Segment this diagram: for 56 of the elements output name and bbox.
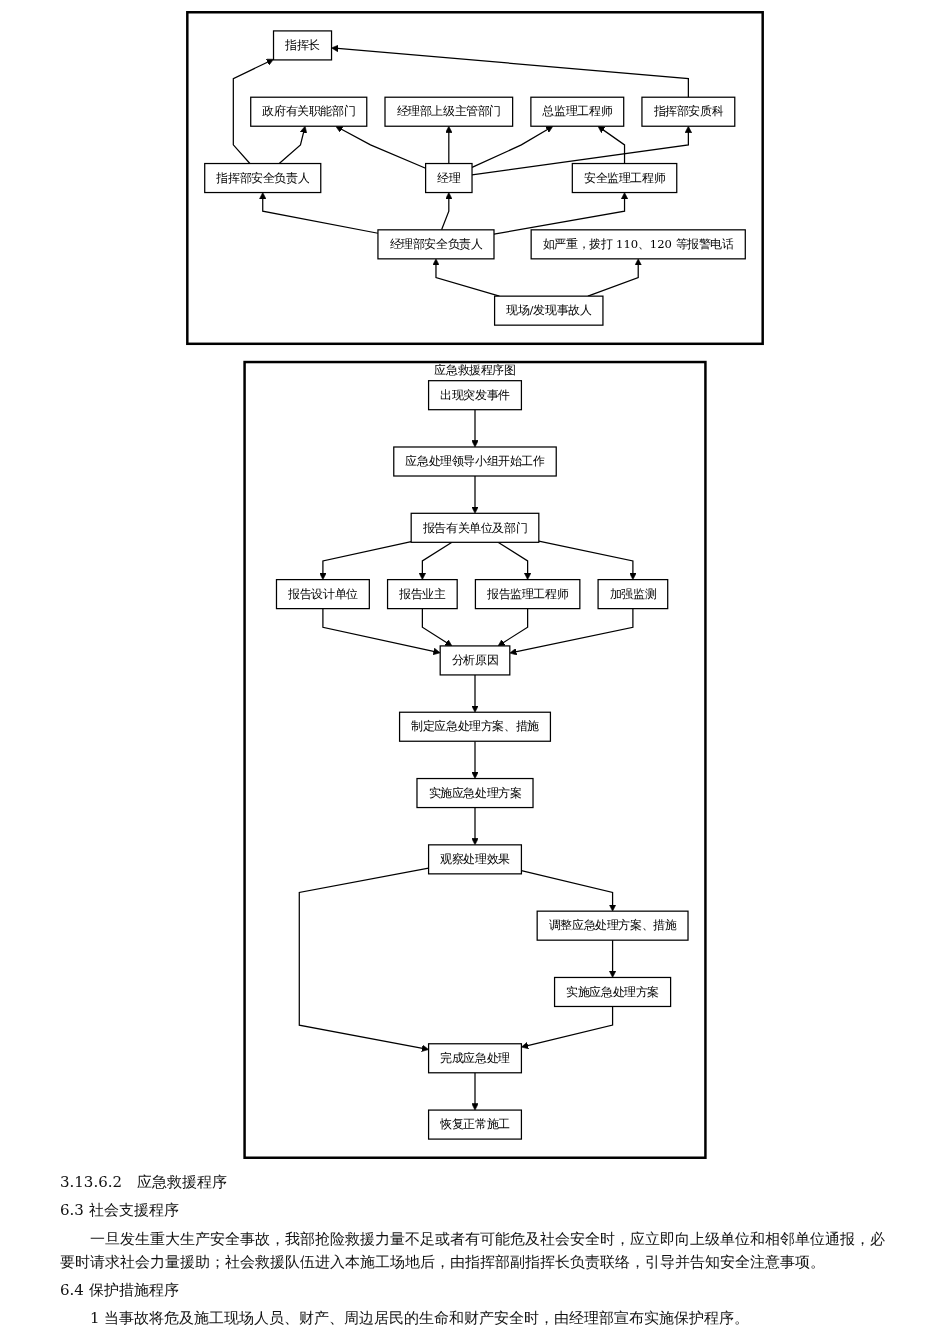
body-paragraph: 一旦发生重大生产安全事故，我部抢险救援力量不足或者有可能危及社会安全时，应立即向上级单位和相邻单位通报，必要时请求社会力量援助；社会救援队伍进入本施工场地后，由指挥部副指挥长负责联络，引导并告知安全注意事项。: [60, 1228, 886, 1273]
node-box: 经理部安全负责人: [377, 229, 495, 260]
node-box: 实施应急处理方案: [416, 777, 534, 809]
arrow: [521, 1005, 614, 1050]
arrow: [497, 541, 532, 580]
arrow: [538, 540, 637, 580]
node-box: 调整应急处理方案、措施: [536, 910, 689, 941]
node-box: 加强监测: [597, 579, 669, 610]
arrow: [322, 608, 441, 655]
node-box: 指挥长: [272, 30, 333, 61]
node-box: 总监理工程师: [530, 96, 625, 127]
arrow: [471, 806, 479, 846]
arrow: [331, 44, 689, 98]
arrow: [493, 192, 629, 235]
node-box: 安全监理工程师: [571, 162, 678, 194]
node-box: 分析原因: [439, 645, 511, 676]
arrow: [445, 125, 453, 165]
node-box: 应急处理领导小组开始工作: [393, 446, 557, 477]
arrow: [471, 1072, 479, 1111]
node-box: 完成应急处理: [427, 1043, 523, 1074]
arrow: [319, 541, 412, 580]
node-box: 报告业主: [386, 579, 458, 610]
section-heading: 3.13.6.2 应急救援程序: [60, 1172, 229, 1193]
node-box: 报告监理工程师: [474, 579, 581, 610]
node-box: 现场/发现事故人: [493, 295, 604, 326]
body-paragraph: 1 当事故将危及施工现场人员、财产、周边居民的生命和财产安全时，由经理部宣布实施保护程序。: [89, 1308, 751, 1330]
arrow: [509, 608, 634, 656]
node-box: 实施应急处理方案: [553, 976, 672, 1008]
arrow: [421, 608, 453, 647]
arrow: [418, 541, 453, 580]
node-box: 制定应急处理方案、措施: [398, 711, 552, 742]
section-heading: 6.3 社会支援程序: [60, 1200, 180, 1222]
section-heading: 6.4 保护措施程序: [60, 1280, 180, 1301]
node-box: 恢复正常施工: [427, 1109, 523, 1140]
arrow: [497, 608, 529, 647]
arrow: [597, 125, 626, 165]
node-box: 指挥部安质科: [641, 96, 736, 127]
arrow: [278, 125, 308, 165]
arrow: [587, 258, 642, 297]
node-box: 观察处理效果: [427, 844, 523, 875]
node-box: 报告设计单位: [275, 579, 370, 610]
arrow: [471, 475, 479, 514]
arrow: [471, 740, 479, 779]
node-box: 经理: [425, 162, 473, 194]
arrow: [471, 674, 479, 713]
arrow: [440, 192, 453, 231]
arrow: [608, 939, 617, 978]
arrow: [471, 409, 479, 448]
node-box: 指挥部安全负责人: [204, 162, 322, 194]
node-box: 政府有关职能部门: [250, 96, 368, 127]
node-box: 出现突发事件: [427, 380, 523, 411]
node-box: 经理部上级主管部门: [384, 96, 514, 127]
cluster: [186, 11, 764, 346]
arrow: [232, 58, 274, 165]
node-box: 报告有关单位及部门: [410, 512, 540, 543]
node-box: 如严重，拨打 110、120 等报警电话: [530, 229, 746, 260]
